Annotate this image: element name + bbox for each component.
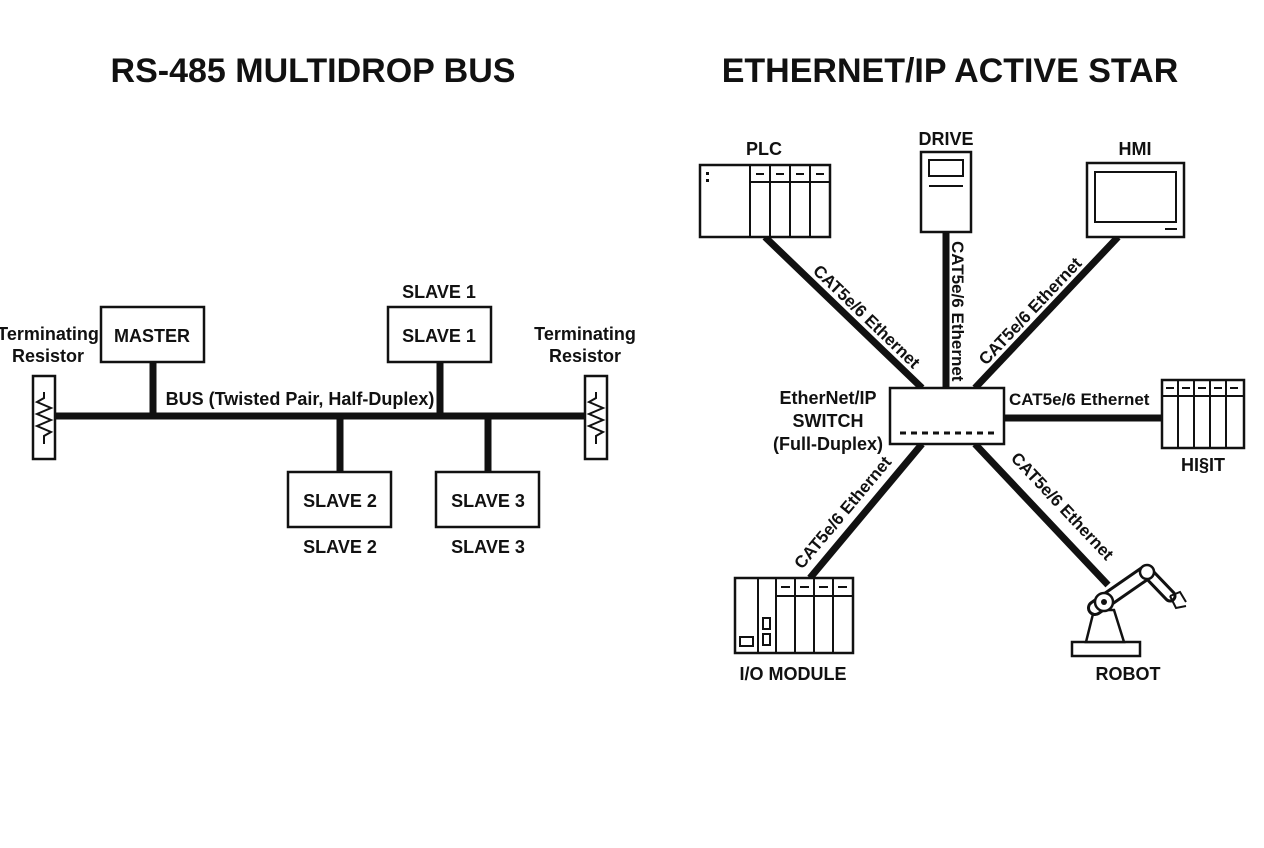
hmi-right-label: HI§IT — [1181, 455, 1225, 475]
robot-device: ROBOT — [1070, 563, 1187, 684]
switch-box — [888, 386, 1006, 446]
cable-drive-label: CAT5e/6 Ethernet — [948, 241, 967, 382]
drive-label: DRIVE — [918, 129, 973, 149]
terminator-right-label-1: Terminating — [534, 324, 636, 344]
rs485-title: RS-485 MULTIDROP BUS — [111, 52, 516, 90]
slave1-label: SLAVE 1 — [402, 326, 476, 346]
robot-gripper-icon — [1169, 590, 1187, 603]
ethernet-title: ETHERNET/IP ACTIVE STAR — [722, 52, 1179, 90]
cable-io-label: CAT5e/6 Ethernet — [791, 453, 896, 573]
slave3-caption: SLAVE 3 — [451, 537, 525, 557]
terminator-right-label-2: Resistor — [549, 346, 621, 366]
resistor-right-icon — [586, 392, 606, 444]
robot-label: ROBOT — [1096, 664, 1161, 684]
io-module-device: I/O MODULE — [733, 576, 855, 684]
module-rack-icon — [1160, 378, 1246, 450]
cable-hmi — [972, 234, 1121, 391]
switch: EtherNet/IP SWITCH (Full-Duplex) — [773, 386, 1006, 454]
cable-robot-label: CAT5e/6 Ethernet — [1007, 449, 1117, 564]
slave2-caption: SLAVE 2 — [303, 537, 377, 557]
plc-label: PLC — [746, 139, 782, 159]
drive-device: DRIVE — [918, 129, 974, 234]
cable-hmi-label: CAT5e/6 Ethernet — [975, 254, 1086, 369]
terminator-right: Terminating Resistor — [534, 324, 636, 461]
slave3-box — [434, 470, 541, 529]
terminator-left: Terminating Resistor — [0, 324, 99, 461]
switch-label-1: EtherNet/IP — [779, 388, 876, 408]
robot-base-icon — [1070, 640, 1142, 658]
hmi-device: HMI — [1085, 139, 1186, 239]
terminator-left-label-2: Resistor — [12, 346, 84, 366]
cable-plc-label: CAT5e/6 Ethernet — [809, 261, 924, 372]
bus-label: BUS (Twisted Pair, Half-Duplex) — [166, 389, 435, 409]
switch-label-3: (Full-Duplex) — [773, 434, 883, 454]
cable-right-label: CAT5e/6 Ethernet — [1009, 390, 1150, 409]
slave2-label: SLAVE 2 — [303, 491, 377, 511]
hmi-icon — [1085, 161, 1186, 239]
slave3-label: SLAVE 3 — [451, 491, 525, 511]
slave1-caption: SLAVE 1 — [402, 282, 476, 302]
master-box — [99, 305, 206, 364]
switch-label-2: SWITCH — [793, 411, 864, 431]
slave1-box — [386, 305, 493, 364]
cable-plc — [762, 234, 925, 391]
slave2-box — [286, 470, 393, 529]
resistor-left-icon — [34, 392, 54, 444]
hmi-label: HMI — [1119, 139, 1152, 159]
robot-body-icon — [1084, 608, 1126, 644]
hmi-right-device: HI§IT — [1160, 378, 1246, 475]
master-label: MASTER — [114, 326, 190, 346]
terminator-left-label-1: Terminating — [0, 324, 99, 344]
plc-device: PLC — [698, 139, 832, 239]
rs485-panel: RS-485 MULTIDROP BUS BUS (Twisted Pair, … — [0, 52, 636, 557]
io-module-label: I/O MODULE — [740, 664, 847, 684]
cable-io — [807, 441, 925, 581]
ethernet-panel: ETHERNET/IP ACTIVE STAR CAT5e/6 Ethernet… — [698, 52, 1246, 684]
cable-robot — [972, 441, 1111, 588]
plc-rack-icon — [698, 163, 832, 239]
